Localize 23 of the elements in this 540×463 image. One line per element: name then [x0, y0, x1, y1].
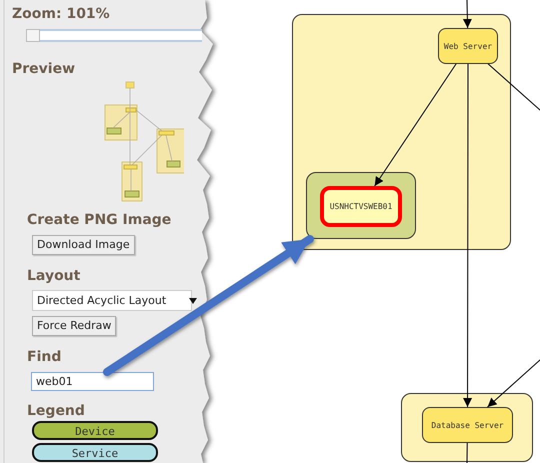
server-node: Web Server: [438, 28, 498, 64]
group-box: [401, 393, 533, 462]
zoom-heading: Zoom: 101%: [12, 6, 110, 22]
group-box: [292, 14, 511, 250]
device-group: [306, 172, 416, 239]
legend-item: Device: [32, 421, 158, 440]
server-node: Database Server: [422, 407, 513, 443]
arrow: [462, 0, 472, 28]
section-heading: Legend: [27, 403, 85, 419]
arrow: [463, 64, 472, 408]
section-heading: Find: [27, 349, 62, 365]
section-heading: Layout: [27, 268, 80, 284]
arrow: [374, 64, 456, 186]
download-button: Download Image: [32, 235, 135, 255]
section-heading: Create PNG Image: [27, 212, 172, 228]
connector-line: [488, 64, 540, 110]
highlighted-device-node: USNHCTVSWEB01: [320, 186, 402, 227]
legend-item: Service: [32, 443, 158, 462]
redraw-button: Force Redraw: [32, 316, 116, 336]
connector-line: [466, 442, 468, 463]
arrow: [487, 360, 540, 408]
section-heading: Preview: [12, 61, 76, 77]
find-input-field: web01: [31, 372, 154, 391]
